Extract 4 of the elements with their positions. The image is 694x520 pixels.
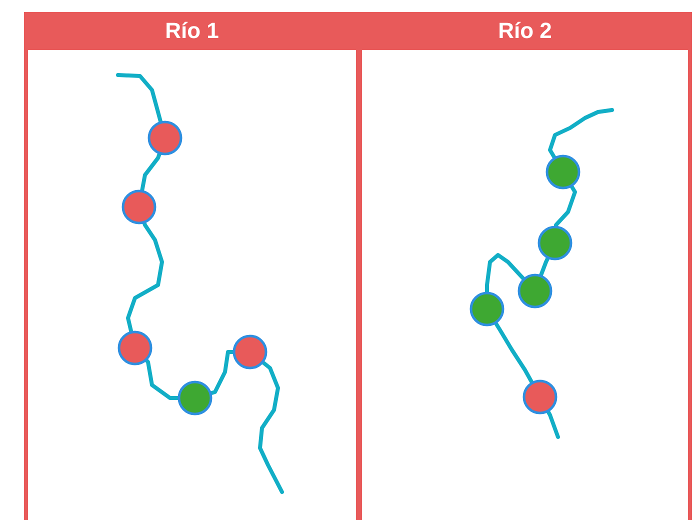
panel	[358, 12, 692, 520]
panel-heading: Río 2	[498, 18, 552, 44]
panel-heading: Río 1	[165, 18, 219, 44]
panel	[24, 12, 360, 520]
